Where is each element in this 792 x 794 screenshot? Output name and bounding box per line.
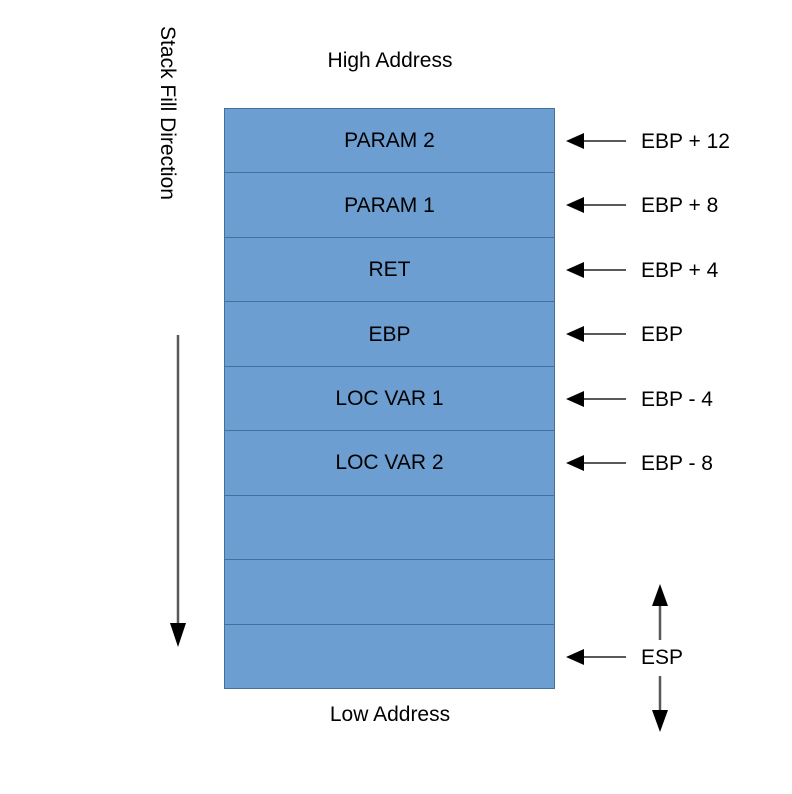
stack-fill-direction-arrow	[170, 335, 186, 647]
stack-row: LOC VAR 1	[225, 366, 554, 432]
stack-row: LOC VAR 2	[225, 431, 554, 496]
stack-table: PARAM 2 PARAM 1 RET EBP LOC VAR 1 LOC VA…	[224, 108, 555, 689]
left-arrow-icon	[566, 197, 626, 213]
pointer-ebp-plus-4: EBP + 4	[560, 257, 718, 283]
esp-up-down-arrow	[652, 584, 668, 732]
left-arrow-icon	[566, 326, 626, 342]
pointer-ebp-minus-4: EBP - 4	[560, 386, 713, 412]
high-address-label: High Address	[327, 49, 453, 72]
pointer-ebp-minus-8: EBP - 8	[560, 450, 713, 476]
left-arrow-icon	[566, 391, 626, 407]
pointer-label: EBP + 12	[641, 129, 730, 153]
pointer-ebp-plus-8: EBP + 8	[560, 192, 718, 218]
stack-row: PARAM 1	[225, 173, 554, 238]
pointer-ebp: EBP	[560, 321, 683, 347]
pointer-ebp-plus-12: EBP + 12	[560, 128, 730, 154]
stack-row	[225, 624, 554, 688]
stack-row: EBP	[225, 302, 554, 367]
stack-row: PARAM 2	[225, 109, 554, 174]
stack-row: RET	[225, 237, 554, 303]
stack-row	[225, 560, 554, 625]
pointer-esp: ESP	[560, 644, 683, 670]
left-arrow-icon	[566, 133, 626, 149]
pointer-label: ESP	[641, 645, 684, 669]
pointer-label: EBP	[641, 322, 684, 346]
stack-fill-direction-text: Stack Fill Direction	[156, 26, 179, 200]
stack-row	[225, 495, 554, 561]
pointer-label: EBP - 4	[641, 387, 713, 411]
pointer-label: EBP - 8	[641, 451, 713, 475]
left-arrow-icon	[566, 649, 626, 665]
pointer-label: EBP + 8	[641, 193, 719, 217]
low-address-label: Low Address	[329, 703, 451, 726]
pointer-label: EBP + 4	[641, 258, 719, 282]
left-arrow-icon	[566, 455, 626, 471]
left-arrow-icon	[566, 262, 626, 278]
